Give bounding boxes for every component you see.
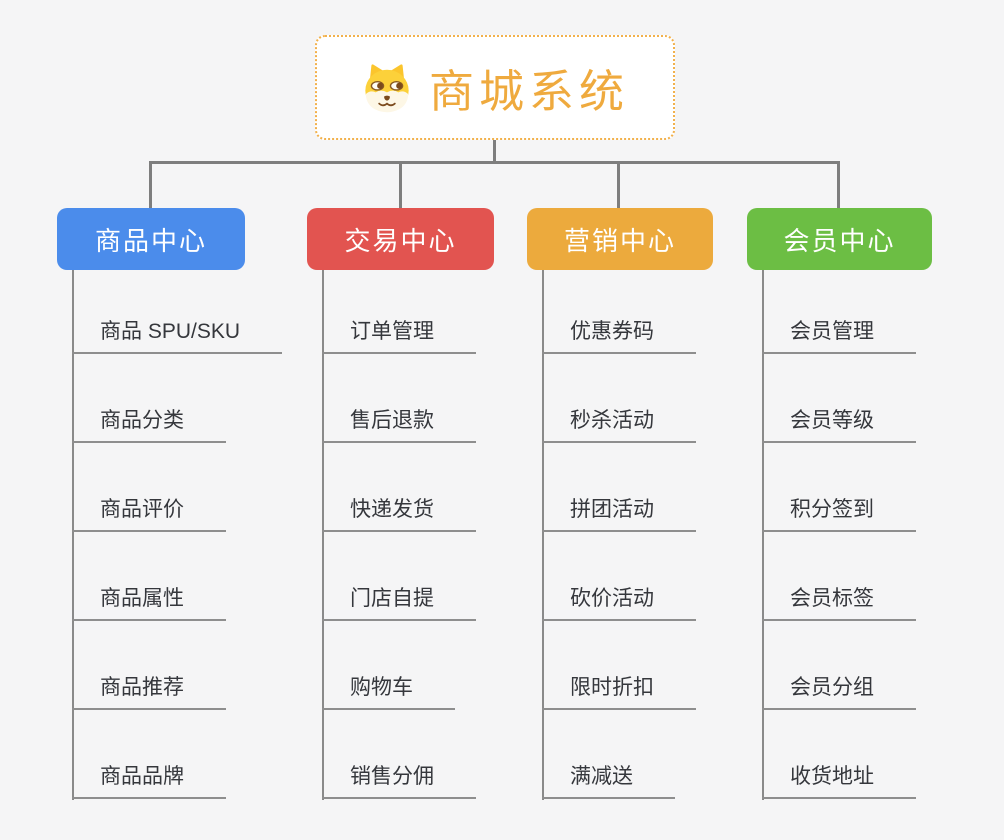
leaf-item[interactable]: 销售分佣 [322,763,476,799]
connector-root-drop [493,140,496,164]
leaf-item[interactable]: 商品分类 [72,407,226,443]
leaf-item[interactable]: 会员标签 [762,585,916,621]
branch-node-product-center[interactable]: 商品中心 [57,208,245,270]
doge-eyes [370,80,404,91]
root-node-mall-system[interactable]: 商城系统 [315,35,675,140]
spine-marketing-center [542,270,544,800]
connector-drop-trade [399,161,402,208]
leaf-item[interactable]: 订单管理 [322,318,476,354]
connector-drop-marketing [617,161,620,208]
connector-drop-products [149,161,152,208]
leaf-item[interactable]: 限时折扣 [542,674,696,710]
branch-label: 营销中心 [563,225,676,256]
branch-node-marketing-center[interactable]: 营销中心 [527,208,713,270]
leaf-item[interactable]: 拼团活动 [542,496,696,532]
branch-label: 交易中心 [344,225,457,256]
branch-label: 商品中心 [94,225,207,256]
spine-member-center [762,270,764,800]
leaf-item[interactable]: 商品 SPU/SKU [72,318,283,354]
branch-node-member-center[interactable]: 会员中心 [747,208,932,270]
leaf-item[interactable]: 快递发货 [322,496,476,532]
leaf-item[interactable]: 秒杀活动 [542,407,696,443]
leaf-item[interactable]: 优惠券码 [542,318,696,354]
leaf-item[interactable]: 满减送 [542,763,675,799]
connector-drop-members [837,161,840,208]
leaf-item[interactable]: 商品属性 [72,585,226,621]
leaf-item[interactable]: 售后退款 [322,407,476,443]
spine-trade-center [322,270,324,800]
doge-icon [365,63,409,112]
leaf-item[interactable]: 积分签到 [762,496,916,532]
leaf-item[interactable]: 会员管理 [762,318,916,354]
leaf-item[interactable]: 商品品牌 [72,763,226,799]
leaf-item[interactable]: 收货地址 [762,763,916,799]
leaf-item[interactable]: 商品评价 [72,496,226,532]
leaf-item[interactable]: 商品推荐 [72,674,226,710]
leaf-item[interactable]: 购物车 [322,674,455,710]
spine-product-center [72,270,74,800]
branch-node-trade-center[interactable]: 交易中心 [307,208,494,270]
connector-horizontal [149,161,840,164]
leaf-item[interactable]: 会员等级 [762,407,916,443]
leaf-item[interactable]: 会员分组 [762,674,916,710]
leaf-item[interactable]: 门店自提 [322,585,476,621]
branch-label: 会员中心 [783,225,896,256]
root-title: 商城系统 [428,66,629,117]
leaf-item[interactable]: 砍价活动 [542,585,696,621]
